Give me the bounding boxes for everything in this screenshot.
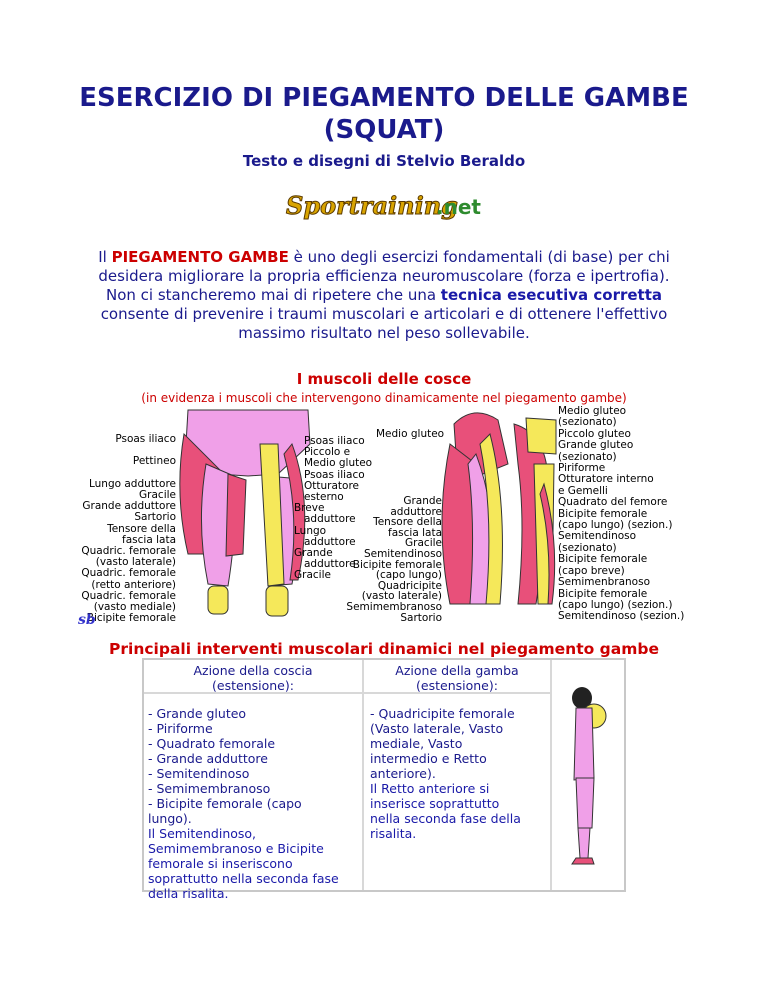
- intro-paragraph: Il PIEGAMENTO GAMBE è uno degli esercizi…: [98, 248, 670, 342]
- muscle-actions-table: Azione della coscia (estensione): Azione…: [142, 658, 626, 901]
- thigh-muscles-illustration: Psoas iliaco Pettineo Lungo adduttore Gr…: [78, 404, 698, 624]
- title-line-2: (SQUAT): [323, 115, 445, 145]
- label-left-column: Psoas iliaco Pettineo Lungo adduttore Gr…: [81, 433, 176, 625]
- highlight-exercise: PIEGAMENTO GAMBE: [111, 248, 289, 266]
- sportraining-logo[interactable]: Sportraining .net: [284, 188, 484, 222]
- squat-figure-illustration: [558, 668, 622, 888]
- label-right-column: Medio gluteo (sezionato) Piccolo gluteo …: [558, 405, 685, 623]
- page-title: ESERCIZIO DI PIEGAMENTO DELLE GAMBE (SQU…: [0, 82, 768, 146]
- highlight-technique: tecnica esecutiva corretta: [440, 286, 662, 304]
- col2-header: Azione della gamba (estensione):: [395, 663, 519, 693]
- col2-list: - Quadricipite femorale (Vasto laterale,…: [370, 706, 521, 841]
- section-title-muscle-actions: Principali interventi muscolari dinamici…: [109, 640, 659, 658]
- label-center-top: Medio gluteo: [376, 428, 445, 440]
- section-title-muscles: I muscoli delle cosce: [296, 370, 472, 388]
- artist-signature: sb: [78, 612, 96, 628]
- back-view-drawing: [441, 412, 557, 605]
- section-subtitle-muscles: (in evidenza i muscoli che intervengono …: [141, 391, 627, 405]
- logo-suffix: .net: [436, 195, 481, 219]
- logo-word: Sportraining: [286, 191, 458, 220]
- col1-list: - Grande gluteo - Piriforme - Quadrato f…: [148, 706, 339, 901]
- col1-header: Azione della coscia (estensione):: [193, 663, 313, 693]
- title-line-1: ESERCIZIO DI PIEGAMENTO DELLE GAMBE: [79, 83, 689, 113]
- label-middle-column: Psoas iliaco Piccolo e Medio gluteo Psoa…: [294, 435, 373, 582]
- author-credit: Testo e disegni di Stelvio Beraldo: [242, 152, 526, 170]
- front-view-drawing: [179, 409, 311, 617]
- label-center-column: Grande adduttore Tensore della fascia la…: [346, 495, 442, 624]
